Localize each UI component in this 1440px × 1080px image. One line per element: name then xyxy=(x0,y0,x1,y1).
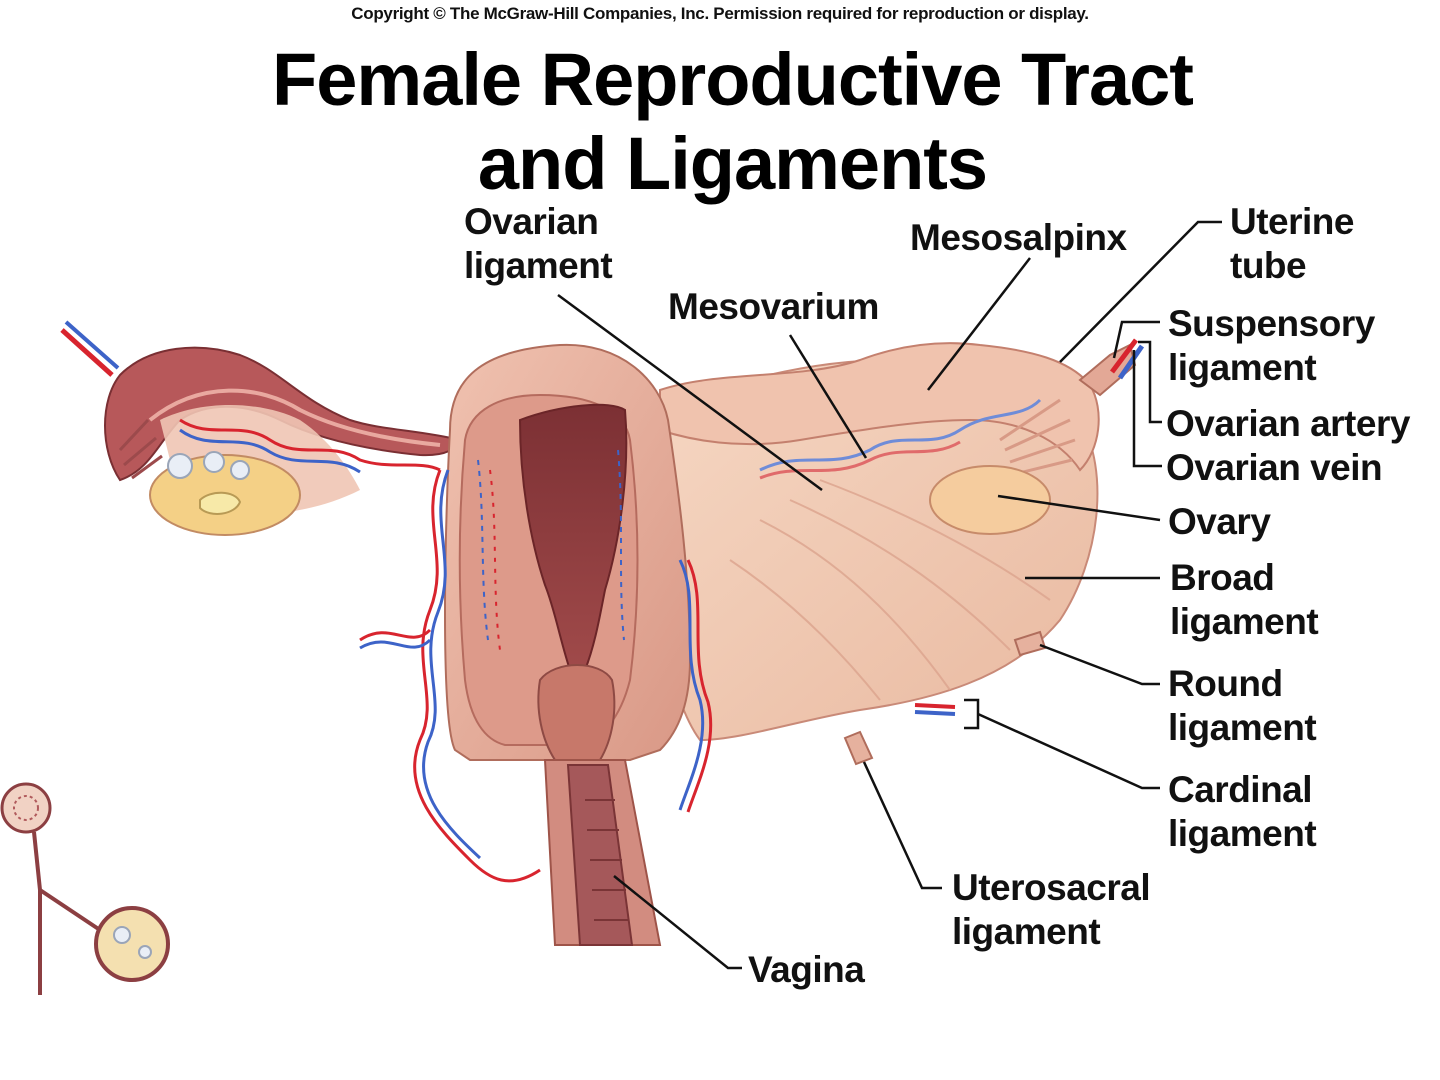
cervix xyxy=(537,664,616,761)
label-cardinal-ligament-line-1: Cardinal xyxy=(1168,769,1313,810)
label-ovarian-ligament-line-2: ligament xyxy=(464,245,613,286)
label-round-ligament: Round ligament xyxy=(1168,662,1317,750)
label-uterine-tube: Uterine tube xyxy=(1230,200,1354,288)
leader-lines xyxy=(557,220,1222,970)
label-uterosacral-ligament: Uterosacral ligament xyxy=(952,866,1151,954)
label-ovary: Ovary xyxy=(1168,501,1271,542)
leader-round-ligament xyxy=(1039,643,1160,686)
label-round-ligament-line-1: Round xyxy=(1168,663,1283,704)
left-ovarian-artery xyxy=(60,328,114,377)
left-ovarian-vein xyxy=(64,320,120,370)
title-line-2: and Ligaments xyxy=(477,122,988,205)
label-suspensory-ligament-line-1: Suspensory xyxy=(1168,303,1375,344)
uterine-vessels-right xyxy=(678,559,713,813)
label-ovarian-ligament: Ovarian ligament xyxy=(464,200,613,288)
leader-ovarian-vein xyxy=(1132,350,1162,468)
copyright-notice: Copyright © The McGraw-Hill Companies, I… xyxy=(351,4,1089,23)
label-uterosacral-ligament-line-2: ligament xyxy=(952,911,1101,952)
label-mesovarium: Mesovarium xyxy=(668,286,879,327)
label-broad-ligament: Broad ligament xyxy=(1170,556,1319,644)
label-ovarian-artery: Ovarian artery xyxy=(1166,403,1410,444)
uterine-cavity xyxy=(518,403,628,671)
leader-ovarian-artery xyxy=(1138,340,1162,424)
endometrium-vessels xyxy=(477,449,625,651)
right-uterine-tube xyxy=(659,342,1100,472)
label-broad-ligament-line-2: ligament xyxy=(1170,601,1319,642)
right-mesosalpinx-vessels xyxy=(759,398,1042,480)
label-ovarian-vein: Ovarian vein xyxy=(1166,447,1383,488)
leader-vagina xyxy=(613,875,742,970)
leader-uterine-tube xyxy=(1059,220,1222,363)
label-suspensory-ligament-line-2: ligament xyxy=(1168,347,1317,388)
corpus-luteum xyxy=(199,491,242,515)
label-uterine-tube-line-2: tube xyxy=(1230,245,1307,286)
leader-cardinal-ligament xyxy=(977,712,1160,790)
leader-uterosacral-ligament xyxy=(862,761,942,890)
label-mesosalpinx: Mesosalpinx xyxy=(910,217,1127,258)
label-uterosacral-ligament-line-1: Uterosacral xyxy=(952,867,1151,908)
label-vagina: Vagina xyxy=(748,949,865,990)
label-cardinal-ligament-line-2: ligament xyxy=(1168,813,1317,854)
leader-ovary xyxy=(997,494,1161,522)
ovarian-vein-stub xyxy=(1117,344,1145,380)
leader-mesosalpinx xyxy=(927,257,1031,391)
ovarian-artery-stub xyxy=(1110,338,1138,374)
vaginal-rugae xyxy=(585,799,629,921)
inset-follicle-diagram xyxy=(0,782,170,995)
label-cardinal-ligament: Cardinal ligament xyxy=(1168,768,1317,856)
cardinal-vessel-vein xyxy=(914,710,956,716)
vagina-lumen xyxy=(566,764,634,946)
diagram-title: Female Reproductive Tract and Ligaments xyxy=(0,38,1440,206)
right-ovary xyxy=(929,465,1051,535)
uterine-vessels-left xyxy=(359,469,541,883)
cardinal-vessel-artery xyxy=(914,703,956,709)
leader-suspensory-ligament xyxy=(1112,320,1160,359)
leader-cardinal-bracket xyxy=(964,698,980,730)
left-tube-vessels xyxy=(179,418,441,474)
title-line-1: Female Reproductive Tract xyxy=(272,38,1194,121)
label-broad-ligament-line-1: Broad xyxy=(1170,557,1275,598)
label-uterine-tube-line-1: Uterine xyxy=(1230,201,1354,242)
uterosacral-ligament-stub xyxy=(843,730,874,766)
leader-mesovarium xyxy=(788,334,868,459)
left-tube-lumen xyxy=(148,388,441,447)
left-fimbriae xyxy=(118,418,163,480)
broad-ligament-folds xyxy=(729,479,1051,701)
label-ovarian-ligament-line-1: Ovarian xyxy=(464,201,599,242)
ovarian-follicles xyxy=(167,451,250,480)
label-suspensory-ligament: Suspensory ligament xyxy=(1168,302,1375,390)
label-round-ligament-line-2: ligament xyxy=(1168,707,1317,748)
leader-ovarian-ligament xyxy=(557,293,823,492)
